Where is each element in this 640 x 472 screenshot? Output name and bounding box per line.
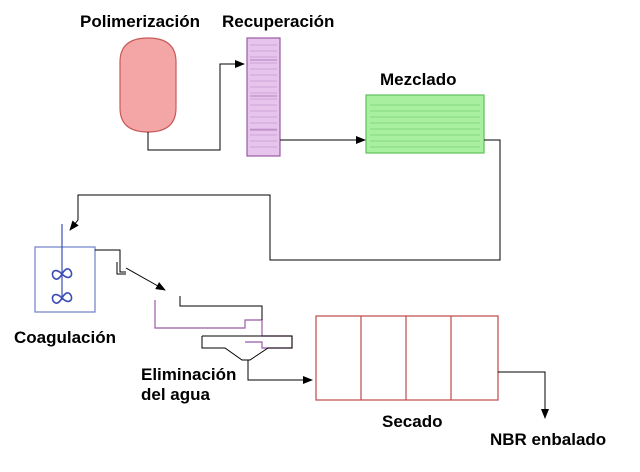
agitator-blade-top xyxy=(51,268,73,280)
coagulator-lip xyxy=(116,262,126,275)
polymerization-label: Polimerización xyxy=(80,12,200,31)
coagulation-label: Coagulación xyxy=(14,328,117,347)
mixing-label: Mezclado xyxy=(380,70,457,89)
recovery-column xyxy=(246,37,281,157)
mixing-tank xyxy=(365,94,485,154)
water-removal-screen xyxy=(154,296,293,361)
mixing-tank-pattern xyxy=(370,100,480,148)
dryer-body xyxy=(315,315,499,401)
flow-coagulator-to-screen xyxy=(125,267,166,291)
water-removal-hopper xyxy=(201,335,293,361)
water-removal-label-line2: del agua xyxy=(141,385,210,404)
screen-upper xyxy=(154,300,293,349)
coagulation-tank xyxy=(34,224,126,313)
screen-lower xyxy=(179,296,263,320)
flow-mixer-to-coagulator xyxy=(69,139,501,261)
recovery-column-trays xyxy=(250,42,277,152)
coagulator-outlet-weir xyxy=(95,249,126,273)
flow-lines xyxy=(69,60,549,419)
drying-label: Secado xyxy=(382,412,443,431)
flow-reactor-to-recovery xyxy=(147,60,245,151)
coagulation-tank-body xyxy=(34,246,96,313)
product-label: NBR enbalado xyxy=(490,430,607,449)
water-removal-label-line1: Eliminación xyxy=(141,365,237,384)
dryer xyxy=(315,315,499,401)
agitator-blade-bottom xyxy=(51,292,73,304)
reactor-vessel xyxy=(119,37,177,133)
flow-screen-to-dryer xyxy=(247,360,313,384)
recovery-label: Recuperación xyxy=(222,12,335,31)
polymerization-reactor xyxy=(119,37,177,133)
flow-dryer-to-product xyxy=(498,371,549,419)
